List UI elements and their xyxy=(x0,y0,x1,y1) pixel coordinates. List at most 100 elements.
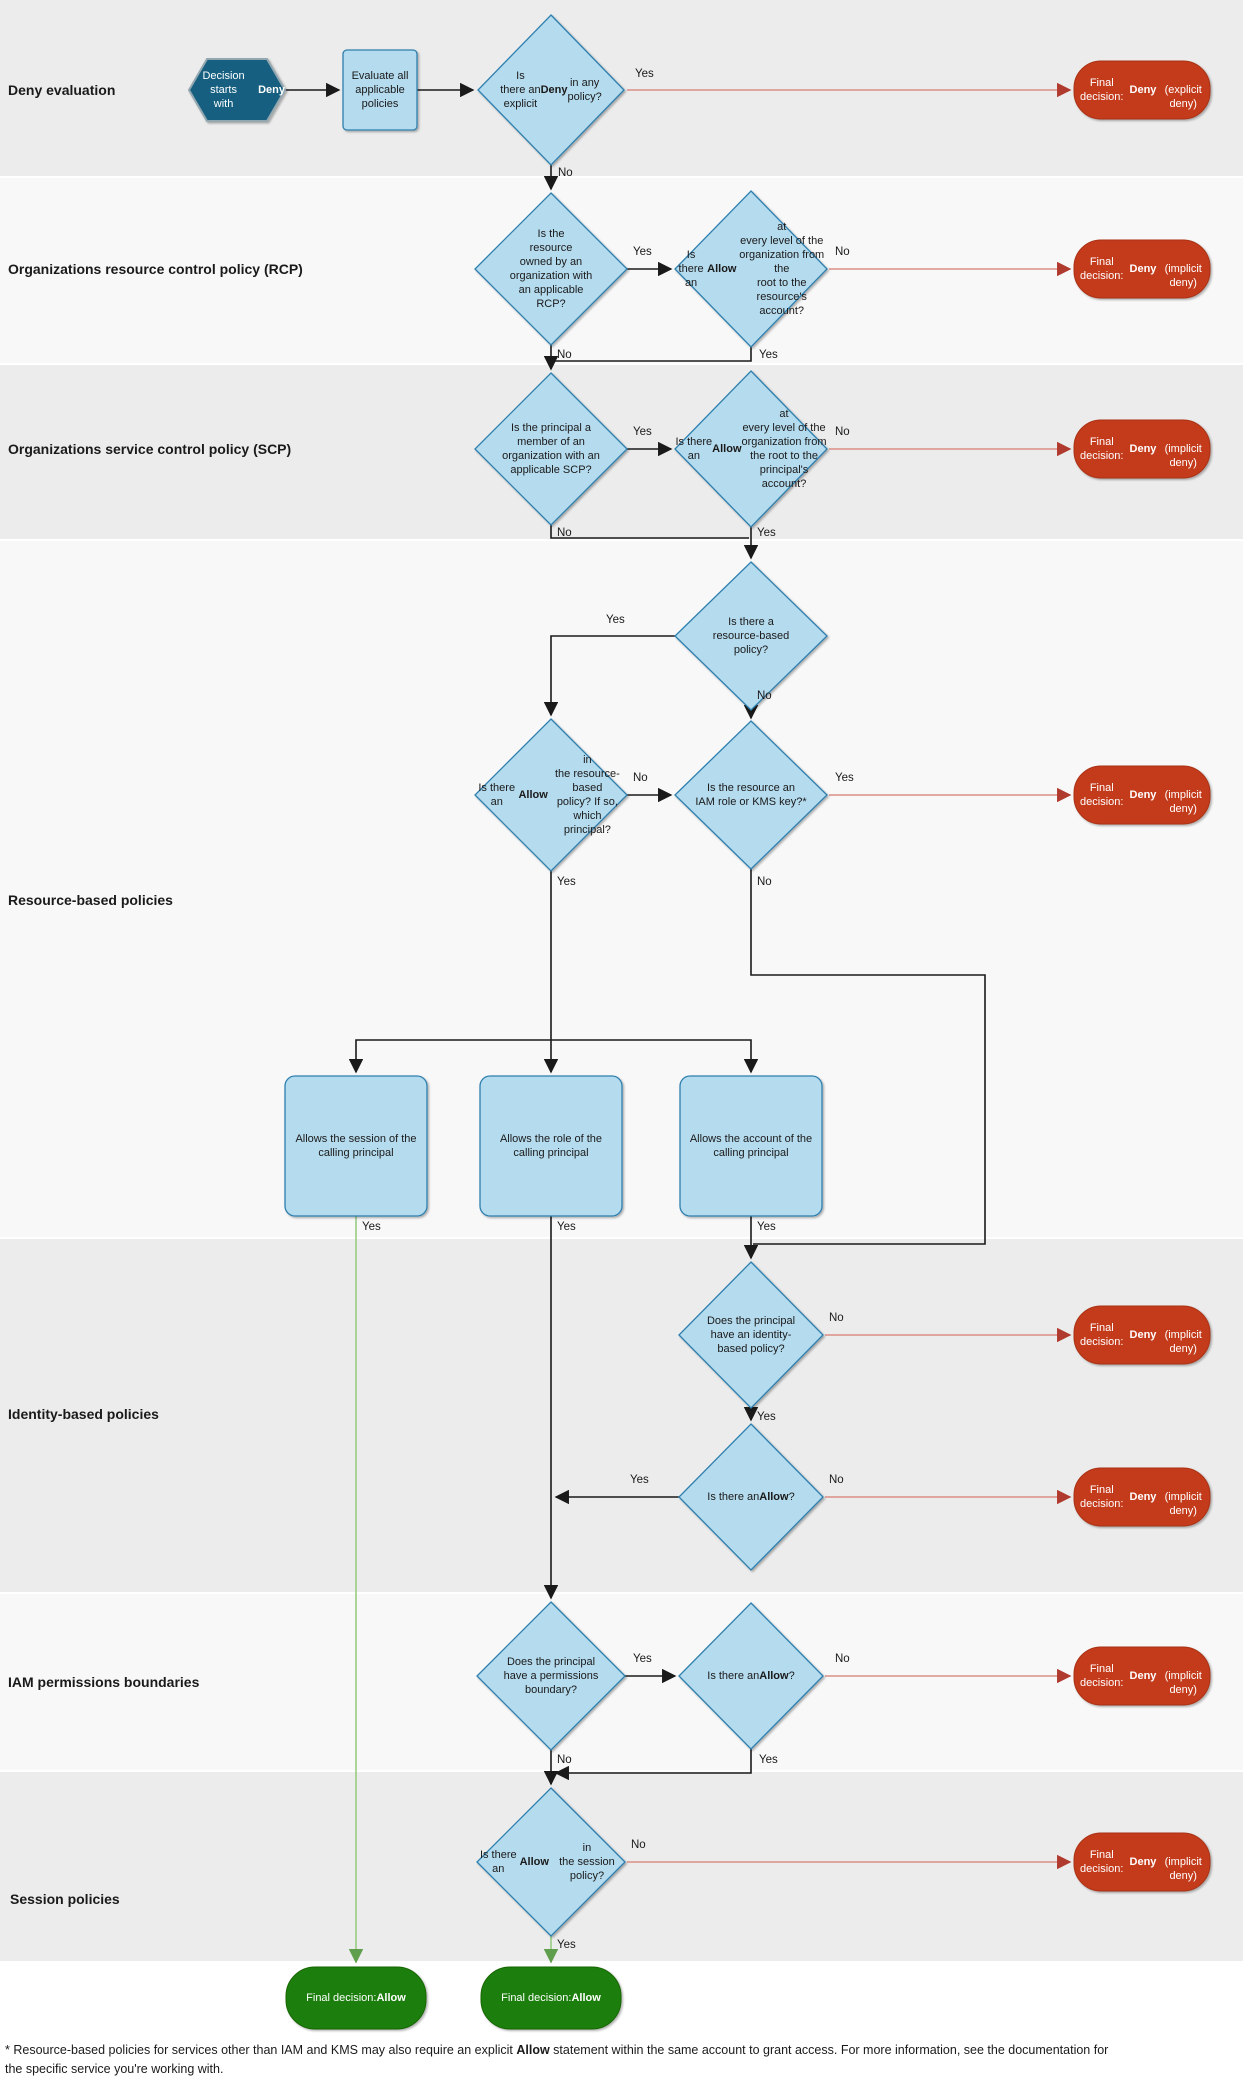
deny-implicit-text: Final decision: Deny (implicit deny) xyxy=(1080,1662,1202,1697)
allow-terminal-session-box xyxy=(285,1966,427,2030)
evaluate-node-label: Evaluate all applicable policies xyxy=(351,69,409,111)
edge-label-no: No xyxy=(557,527,572,539)
section-label-scp: Organizations service control policy (SC… xyxy=(8,441,292,457)
boundary-allow-label: Is there an Allow? xyxy=(707,1669,795,1682)
boundary-allow-diamond xyxy=(678,1602,824,1750)
scp-allow-label: Is there an Allow at every level of the … xyxy=(675,407,827,491)
deny-implicit-terminal-scp xyxy=(1073,419,1211,479)
rcp-allow-diamond xyxy=(674,190,828,348)
edge-label-yes: Yes xyxy=(759,1754,778,1766)
identity-exists-label: Does the principal have an identity- bas… xyxy=(706,1314,796,1356)
deny-implicit-terminal-rbp xyxy=(1073,765,1211,825)
edge-rbp-exists-yes xyxy=(543,635,675,717)
deny-implicit-terminal-identity-allow xyxy=(1073,1467,1211,1527)
deny-implicit-terminal-rcp xyxy=(1073,239,1211,299)
edge-label-yes: Yes xyxy=(557,876,576,888)
section-band-boundary xyxy=(0,1594,1243,1772)
edge-split-to-account-box xyxy=(551,1039,759,1074)
deny-explicit-text: Final decision: Deny (explicit deny) xyxy=(1080,76,1202,111)
edge-label-no: No xyxy=(829,1312,844,1324)
edge-label-yes: Yes xyxy=(606,614,625,626)
edge-label-no: No xyxy=(757,876,772,888)
section-label-deny: Deny evaluation xyxy=(8,82,116,98)
section-label-boundary: IAM permissions boundaries xyxy=(8,1674,200,1690)
explicit-deny-label: Is there an explicit Deny in any policy? xyxy=(500,69,602,111)
boundary-exists-diamond xyxy=(476,1601,626,1751)
allow-terminal-session-policy xyxy=(480,1966,622,2030)
rcp-owned-diamond xyxy=(474,192,628,346)
rbp-exists-label: Is there a resource-based policy? xyxy=(712,615,790,657)
edge-label-yes: Yes xyxy=(759,349,778,361)
edge-label-no: No xyxy=(557,1754,572,1766)
deny-implicit-text: Final decision: Deny (implicit deny) xyxy=(1080,1483,1202,1518)
edge-rcp-allow-yes-merge xyxy=(553,347,752,362)
edge-label-yes: Yes xyxy=(557,1939,576,1951)
section-label-session: Session policies xyxy=(10,1891,120,1907)
deny-implicit-terminal-boundary xyxy=(1073,1646,1211,1706)
evaluate-box xyxy=(342,49,418,131)
identity-allow-diamond xyxy=(678,1423,824,1571)
allows-account-label: Allows the account of the calling princi… xyxy=(689,1132,813,1159)
edge-label-yes: Yes xyxy=(757,527,776,539)
edge-label-no: No xyxy=(835,426,850,438)
edge-label-no: No xyxy=(829,1474,844,1486)
scp-member-diamond xyxy=(474,372,628,526)
section-label-identity: Identity-based policies xyxy=(8,1406,159,1422)
session-allow-diamond xyxy=(476,1787,626,1937)
rcp-allow-label: Is there an Allow at every level of the … xyxy=(678,220,825,318)
section-label-rcp: Organizations resource control policy (R… xyxy=(8,261,303,277)
allow-final-text: Final decision: Allow xyxy=(501,1991,601,2004)
session-allow-label: Is there an Allow in the session policy? xyxy=(479,1841,615,1883)
edge-label-yes: Yes xyxy=(633,426,652,438)
edge-label-no: No xyxy=(633,772,648,784)
deny-implicit-terminal-identity xyxy=(1073,1305,1211,1365)
edge-label-yes: Yes xyxy=(757,1221,776,1233)
section-label-resource: Resource-based policies xyxy=(8,892,173,908)
rbp-allow-label: Is there an Allow in the resource-based … xyxy=(478,753,620,837)
edge-boundary-allow-yes-merge xyxy=(554,1749,752,1781)
edge-label-yes: Yes xyxy=(557,1221,576,1233)
footnote: * Resource-based policies for services o… xyxy=(5,2043,1109,2077)
deny-implicit-text: Final decision: Deny (implicit deny) xyxy=(1080,1848,1202,1883)
section-band-final xyxy=(0,1963,1243,2090)
boundary-exists-label: Does the principal have a permissions bo… xyxy=(503,1655,599,1697)
deny-implicit-text: Final decision: Deny (implicit deny) xyxy=(1080,781,1202,816)
scp-allow-diamond xyxy=(674,370,828,528)
allows-account-box xyxy=(679,1075,823,1217)
deny-implicit-terminal-session xyxy=(1073,1832,1211,1892)
edge-label-yes: Yes xyxy=(633,1653,652,1665)
edge-label-no: No xyxy=(835,1653,850,1665)
identity-allow-label: Is there an Allow? xyxy=(707,1490,795,1503)
edge-label-yes: Yes xyxy=(633,246,652,258)
edge-label-no: No xyxy=(557,349,572,361)
edge-iam-kms-no-bypass xyxy=(750,869,986,1245)
deny-implicit-text: Final decision: Deny (implicit deny) xyxy=(1080,1321,1202,1356)
edge-label-yes: Yes xyxy=(635,68,654,80)
allows-session-box xyxy=(284,1075,428,1217)
edge-label-yes: Yes xyxy=(757,1411,776,1423)
iam-kms-diamond xyxy=(674,720,828,870)
start-hexagon xyxy=(187,58,287,122)
section-band-session xyxy=(0,1772,1243,1963)
allows-role-label: Allows the role of the calling principal xyxy=(499,1132,603,1159)
scp-member-label: Is the principal a member of an organiza… xyxy=(502,421,600,477)
rcp-owned-label: Is the resource owned by an organization… xyxy=(509,227,593,311)
edge-label-yes: Yes xyxy=(630,1474,649,1486)
rbp-exists-diamond xyxy=(674,561,828,711)
edge-label-yes: Yes xyxy=(835,772,854,784)
edge-scp-no-merge xyxy=(550,525,749,539)
section-band-identity xyxy=(0,1239,1243,1594)
deny-implicit-text: Final decision: Deny (implicit deny) xyxy=(1080,255,1202,290)
start-node-label: Decision starts with Deny xyxy=(202,69,285,111)
explicit-deny-diamond xyxy=(477,14,625,166)
deny-explicit-terminal xyxy=(1073,60,1211,120)
rbp-allow-diamond xyxy=(474,718,628,872)
allows-session-label: Allows the session of the calling princi… xyxy=(295,1132,417,1159)
edge-label-yes: Yes xyxy=(362,1221,381,1233)
allow-final-text: Final decision: Allow xyxy=(306,1991,406,2004)
deny-implicit-text: Final decision: Deny (implicit deny) xyxy=(1080,435,1202,470)
edge-label-no: No xyxy=(835,246,850,258)
edge-label-no: No xyxy=(757,690,772,702)
identity-exists-diamond xyxy=(678,1261,824,1409)
